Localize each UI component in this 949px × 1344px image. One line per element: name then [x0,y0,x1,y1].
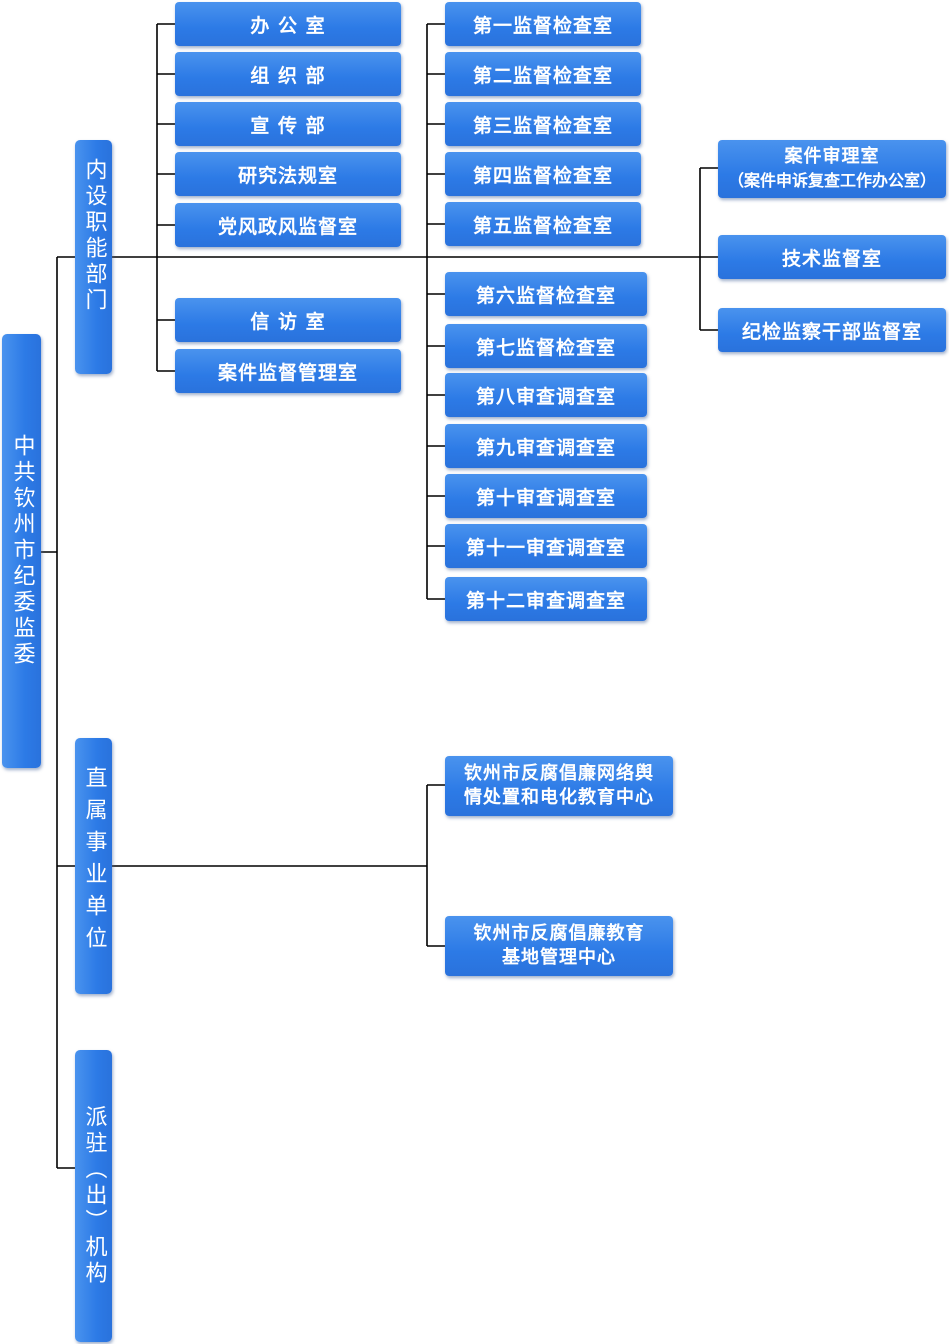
dept-organization: 组 织 部 [175,52,401,96]
unit-line2: 基地管理中心 [502,947,616,968]
dept-supervision-3: 第三监督检查室 [445,102,641,146]
dept-investigation-11: 第十一审查调查室 [445,524,647,568]
dept-case-supervision: 案件监督管理室 [175,349,401,393]
dept-supervision-5: 第五监督检查室 [445,202,641,246]
dept-supervision-4: 第四监督检查室 [445,152,641,196]
category-label: 内设职能部门 [81,158,107,314]
dept-supervision-7: 第七监督检查室 [445,324,647,368]
dept-technical-supervision: 技术监督室 [718,235,946,279]
dept-investigation-8: 第八审查调查室 [445,373,647,417]
dept-cadre-supervision: 纪检监察干部监督室 [718,308,946,352]
unit-network-opinion-center: 钦州市反腐倡廉网络舆 情处置和电化教育中心 [445,756,673,816]
unit-line1: 钦州市反腐倡廉网络舆 [464,763,654,784]
dept-publicity: 宣 传 部 [175,102,401,146]
unit-line2: 情处置和电化教育中心 [464,787,654,808]
dept-investigation-9: 第九审查调查室 [445,424,647,468]
dept-petition: 信 访 室 [175,298,401,342]
dept-supervision-6: 第六监督检查室 [445,272,647,316]
dept-case-trial-line2: （案件申诉复查工作办公室） [727,171,936,190]
dept-case-trial: 案件审理室 （案件申诉复查工作办公室） [718,140,946,198]
dept-investigation-12: 第十二审查调查室 [445,577,647,621]
dept-case-trial-line1: 案件审理室 [784,146,880,167]
category-affiliated-units: 直属事业单位 [75,738,112,994]
unit-line1: 钦州市反腐倡廉教育 [473,923,645,944]
category-label: 派驻（出）机构 [81,1105,107,1287]
root-label: 中共钦州市纪委监委 [9,434,35,668]
category-label: 直属事业单位 [81,766,107,958]
dept-supervision-2: 第二监督检查室 [445,52,641,96]
unit-education-base-center: 钦州市反腐倡廉教育 基地管理中心 [445,916,673,976]
dept-supervision-1: 第一监督检查室 [445,2,641,46]
dept-conduct-supervision: 党风政风监督室 [175,203,401,247]
dept-investigation-10: 第十审查调查室 [445,474,647,518]
category-dispatched-agencies: 派驻（出）机构 [75,1050,112,1342]
category-internal-departments: 内设职能部门 [75,140,112,374]
dept-research-regulations: 研究法规室 [175,152,401,196]
root-node: 中共钦州市纪委监委 [2,334,41,768]
dept-office: 办 公 室 [175,2,401,46]
